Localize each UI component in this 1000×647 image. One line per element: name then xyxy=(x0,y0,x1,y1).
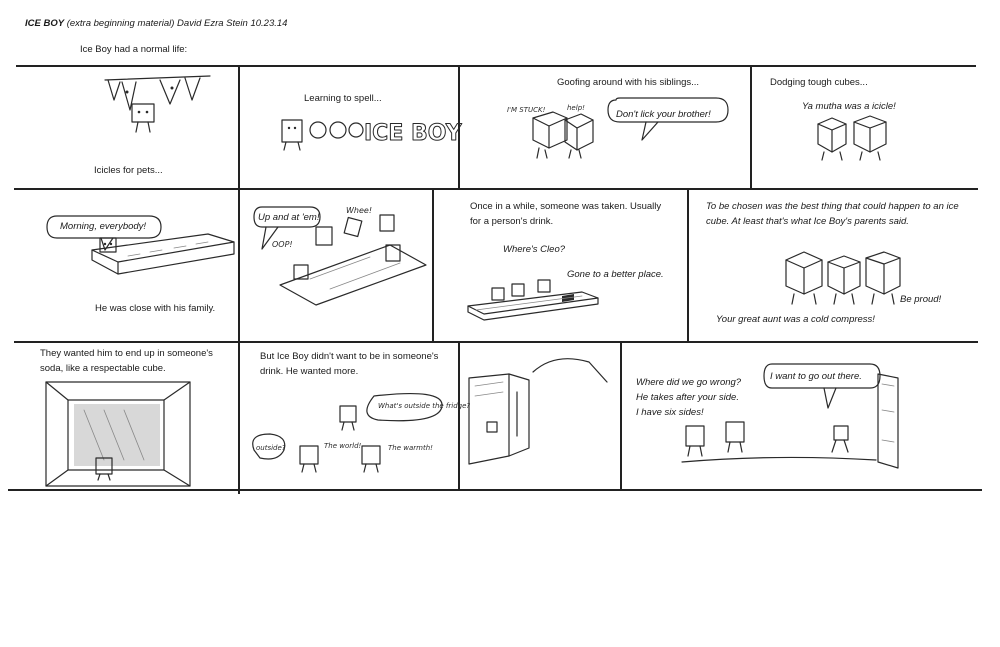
svg-text:The world!: The world! xyxy=(324,442,362,450)
spelling-blocks-sketch: ICE BOY xyxy=(281,119,463,151)
parents-cubes-sketch xyxy=(785,251,901,305)
row1-panel3-caption: Goofing around with his siblings... xyxy=(557,77,700,88)
intro-text: Ice Boy had a normal life: xyxy=(80,44,188,55)
row1-panel3-balloon: Don't lick your brother! xyxy=(616,109,711,120)
svg-text:What's outside the fridge?: What's outside the fridge? xyxy=(378,402,470,410)
tough-cubes-sketch xyxy=(817,115,887,161)
row2-panel2-balloon: Up and at 'em! xyxy=(258,212,320,223)
row1-divider-3 xyxy=(750,65,752,190)
row2-divider-3 xyxy=(687,188,689,343)
row2-panel1-caption: He was close with his family. xyxy=(95,303,216,314)
ice-tray-sketch xyxy=(91,233,235,275)
fridge-interior-sketch xyxy=(45,381,191,487)
row3-divider-1 xyxy=(238,341,240,494)
fridge-door-sketch xyxy=(468,358,608,465)
row3-panel4-dialogue2: He takes after your side. xyxy=(636,392,739,403)
departure-sketch xyxy=(681,373,899,469)
speech-balloon-shape xyxy=(253,206,321,250)
drink-tray-sketch xyxy=(467,279,599,321)
siblings-sketch: I'M STUCK! help! xyxy=(507,104,594,159)
ice-boy-letters: ICE BOY xyxy=(364,121,463,146)
page-title: ICE BOY (extra beginning material) David… xyxy=(25,16,287,31)
speech-balloon-shape xyxy=(46,215,162,251)
row3-panel4-dialogue1: Where did we go wrong? xyxy=(636,377,742,388)
row2-panel1-balloon: Morning, everybody! xyxy=(60,221,147,232)
row1-panel2-caption: Learning to spell... xyxy=(304,93,382,104)
row3-top-border xyxy=(14,341,978,343)
row3-panel4-balloon: I want to go out there. xyxy=(770,371,862,382)
row1-panel4-caption: Dodging tough cubes... xyxy=(770,77,868,88)
row3-divider-3 xyxy=(620,341,622,491)
svg-text:I'M STUCK!: I'M STUCK! xyxy=(507,106,546,114)
row2-divider-1 xyxy=(238,188,240,343)
row2-top-border xyxy=(14,188,978,190)
svg-text:The warmth!: The warmth! xyxy=(388,444,433,452)
icicle-pets-sketch xyxy=(104,75,211,133)
row2-panel4-caption: To be chosen was the best thing that cou… xyxy=(706,201,959,227)
speech-balloon-shape xyxy=(607,97,729,141)
row2-panel3-dialogue2: Gone to a better place. xyxy=(567,269,664,280)
row1-panel1-caption: Icicles for pets... xyxy=(94,165,163,176)
title-rest: (extra beginning material) David Ezra St… xyxy=(66,18,288,29)
svg-text:Whee!: Whee! xyxy=(346,206,372,215)
row3-panel1-caption: They wanted him to end up in someone's s… xyxy=(40,348,213,374)
row2-panel3-dialogue1: Where's Cleo? xyxy=(503,244,566,255)
speech-balloon-shape xyxy=(763,363,881,409)
row3-panel4-dialogue3: I have six sides! xyxy=(636,407,704,418)
row2-panel3-caption: Once in a while, someone was taken. Usua… xyxy=(470,201,662,227)
morning-tray-sketch: Whee! OOP! xyxy=(272,206,427,306)
svg-text:OOP!: OOP! xyxy=(272,240,293,249)
svg-text:help!: help! xyxy=(567,104,585,112)
row1-divider-2 xyxy=(458,65,460,190)
row1-divider-1 xyxy=(238,65,240,190)
row2-divider-2 xyxy=(432,188,434,343)
row3-bottom-border xyxy=(8,489,982,491)
row1-top-border xyxy=(16,65,976,67)
row2-panel4-dialogue2: Your great aunt was a cold compress! xyxy=(716,314,875,325)
outside-wonder-sketch: What's outside the fridge? outside? The … xyxy=(252,392,470,473)
row1-panel4-dialogue: Ya mutha was a icicle! xyxy=(802,101,896,112)
row3-divider-2 xyxy=(458,341,460,491)
row3-panel2-caption: But Ice Boy didn't want to be in someone… xyxy=(260,351,439,377)
title-bold: ICE BOY xyxy=(25,18,65,29)
svg-text:outside?: outside? xyxy=(256,444,286,452)
row2-panel4-dialogue1: Be proud! xyxy=(900,294,942,305)
